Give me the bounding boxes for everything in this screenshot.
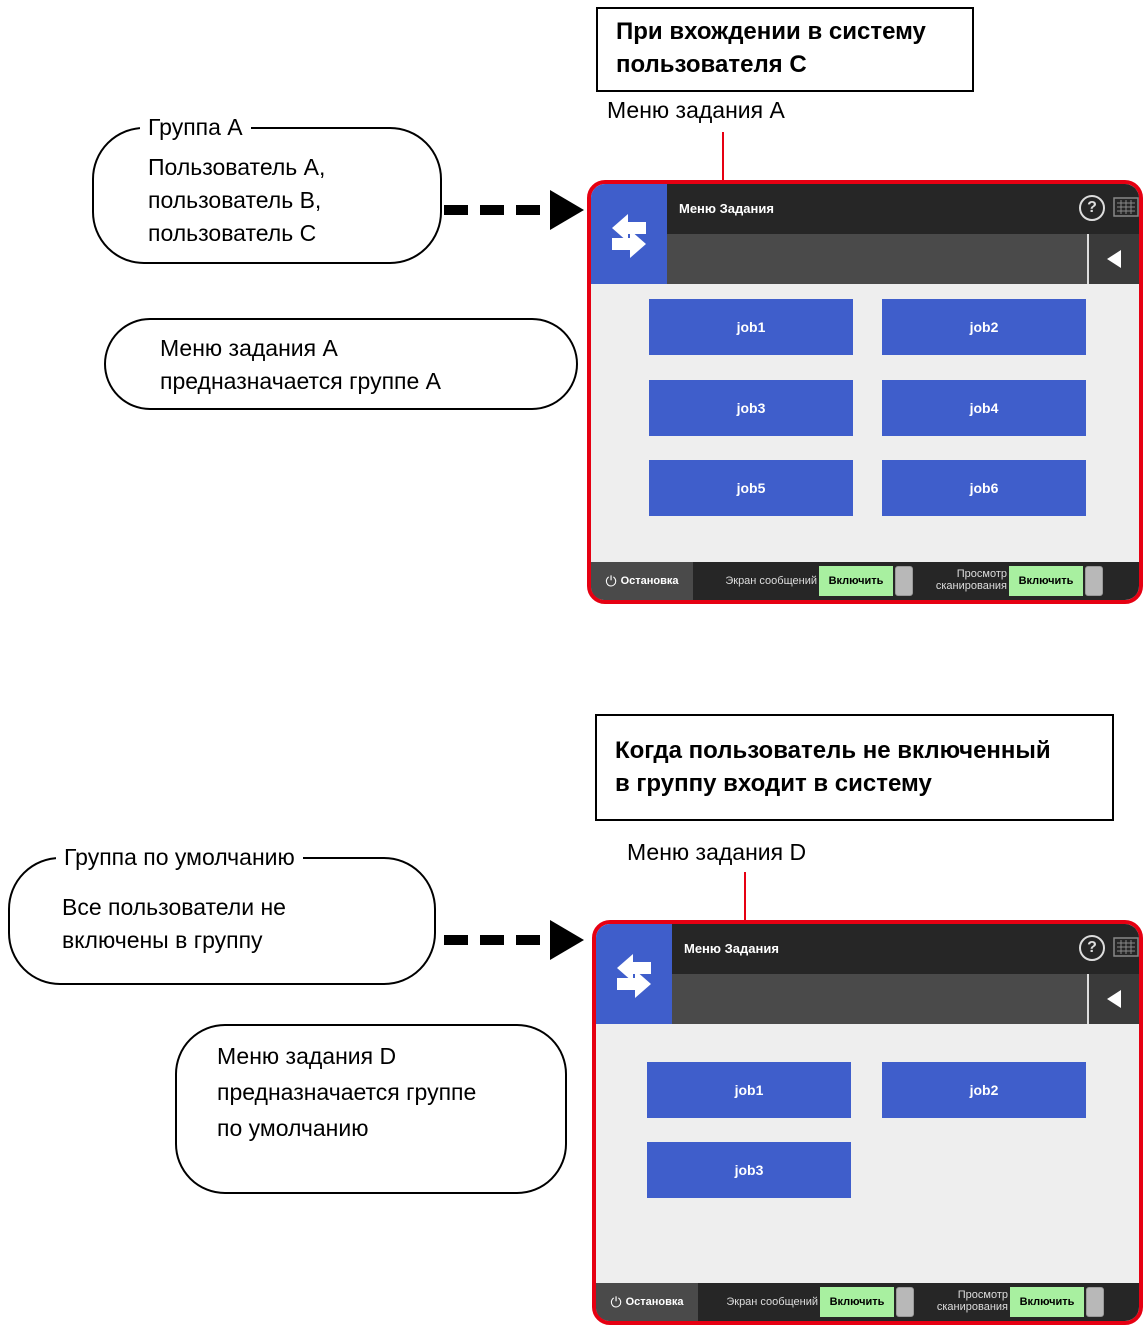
section2-job-menu-screen: Меню Задания ? job1 job2 job3 ⏻ Остановк… (592, 920, 1143, 1325)
section2-arrow-dash-3 (516, 935, 540, 945)
job-button[interactable]: job2 (882, 299, 1086, 355)
help-icon[interactable]: ? (1079, 935, 1105, 961)
job-button[interactable]: job4 (882, 380, 1086, 436)
bottom-bar: ⏻ Остановка Экран сообщений Включить Про… (591, 562, 1139, 600)
back-button[interactable] (1087, 234, 1139, 284)
section2-arrow-dash-1 (444, 935, 468, 945)
job-button[interactable]: job1 (647, 1062, 851, 1118)
message-screen-toggle-knob[interactable] (896, 1287, 914, 1317)
scan-preview-label: Просмотр сканирования (935, 568, 1007, 592)
section2-header-line1: Когда пользователь не включенный (615, 737, 1051, 764)
scan-preview-toggle-knob[interactable] (1086, 1287, 1104, 1317)
help-icon[interactable]: ? (1079, 195, 1105, 221)
section1-assign-bubble: Меню задания A предназначается группе A (104, 318, 578, 410)
message-screen-toggle[interactable]: Включить (820, 1287, 894, 1317)
switch-arrows-icon[interactable] (591, 184, 667, 284)
scan-preview-toggle-knob[interactable] (1085, 566, 1103, 596)
job-button[interactable]: job3 (647, 1142, 851, 1198)
scan-preview-label: Просмотр сканирования (936, 1289, 1008, 1313)
back-arrow-icon (1107, 250, 1121, 268)
section2-arrow-dash-2 (480, 935, 504, 945)
section1-menu-label: Меню задания A (607, 97, 785, 123)
section1-arrow-dash-2 (480, 205, 504, 215)
section2-group-members: Все пользователи не включены в группу (62, 891, 286, 957)
power-icon: ⏻ (605, 572, 617, 589)
back-arrow-icon (1107, 990, 1121, 1008)
message-screen-toggle-knob[interactable] (895, 566, 913, 596)
section1-member-1: Пользователь A, (148, 154, 326, 180)
job-button[interactable]: job2 (882, 1062, 1086, 1118)
sub-bar (667, 234, 1139, 284)
section1-job-menu-screen: Меню Задания ? job1 job2 job3 job4 job5 … (587, 180, 1143, 604)
job-button[interactable]: job1 (649, 299, 853, 355)
job-button[interactable]: job6 (882, 460, 1086, 516)
screen-title: Меню Задания (684, 941, 779, 956)
top-bar: Меню Задания ? (672, 924, 1139, 974)
stop-button[interactable]: ⏻ Остановка (596, 1283, 698, 1321)
power-icon: ⏻ (610, 1293, 622, 1310)
scan-preview-toggle[interactable]: Включить (1009, 566, 1083, 596)
stop-label: Остановка (620, 575, 679, 587)
section1-member-2: пользователь B, (148, 187, 322, 213)
section1-assign-text: Меню задания A предназначается группе A (160, 332, 441, 398)
back-button[interactable] (1087, 974, 1139, 1024)
section1-arrow-dash-3 (516, 205, 540, 215)
section1-group-bubble: Группа A Пользователь A, пользователь B,… (92, 112, 442, 264)
section2-member-1: Все пользователи не (62, 894, 286, 920)
top-bar: Меню Задания ? (667, 184, 1139, 234)
section1-arrowhead (550, 190, 584, 230)
section1-connector-line (722, 132, 724, 182)
section2-header: Когда пользователь не включенный в групп… (595, 714, 1114, 821)
keyboard-icon[interactable] (1113, 936, 1139, 958)
section2-assign-text: Меню задания D предназначается группе по… (217, 1038, 476, 1146)
section2-header-line2: в группу входит в систему (615, 770, 932, 797)
section1-assign-line1: Меню задания A (160, 335, 338, 361)
section1-group-legend: Группа A (140, 112, 251, 142)
switch-arrows-icon[interactable] (596, 924, 672, 1024)
section2-assign-line3: по умолчанию (217, 1115, 369, 1141)
section2-assign-line1: Меню задания D (217, 1043, 397, 1069)
stop-button[interactable]: ⏻ Остановка (591, 562, 693, 600)
section1-arrow-dash-1 (444, 205, 468, 215)
section2-assign-line2: предназначается группе (217, 1079, 477, 1105)
job-button[interactable]: job3 (649, 380, 853, 436)
job-button[interactable]: job5 (649, 460, 853, 516)
sub-bar (672, 974, 1139, 1024)
section2-group-legend: Группа по умолчанию (56, 842, 303, 872)
section2-arrowhead (550, 920, 584, 960)
bottom-bar: ⏻ Остановка Экран сообщений Включить Про… (596, 1283, 1139, 1321)
message-screen-label: Экран сообщений (726, 1296, 818, 1308)
section1-group-members: Пользователь A, пользователь B, пользова… (148, 151, 325, 250)
section2-member-2: включены в группу (62, 927, 263, 953)
scan-preview-toggle[interactable]: Включить (1010, 1287, 1084, 1317)
screen-title: Меню Задания (679, 201, 774, 216)
message-screen-label: Экран сообщений (725, 575, 817, 587)
section1-header-line2: пользователя C (616, 51, 807, 78)
section2-group-bubble: Группа по умолчанию Все пользователи не … (8, 842, 436, 985)
section1-assign-line2: предназначается группе A (160, 368, 441, 394)
section2-menu-label: Меню задания D (627, 839, 807, 865)
keyboard-icon[interactable] (1113, 196, 1139, 218)
section2-assign-bubble-box: Меню задания D предназначается группе по… (175, 1024, 567, 1194)
section1-member-3: пользователь C (148, 220, 317, 246)
section2-connector-line (744, 872, 746, 922)
section1-header: При вхождении в систему пользователя C (596, 7, 974, 92)
section1-header-line1: При вхождении в систему (616, 18, 926, 45)
message-screen-toggle[interactable]: Включить (819, 566, 893, 596)
stop-label: Остановка (625, 1296, 684, 1308)
